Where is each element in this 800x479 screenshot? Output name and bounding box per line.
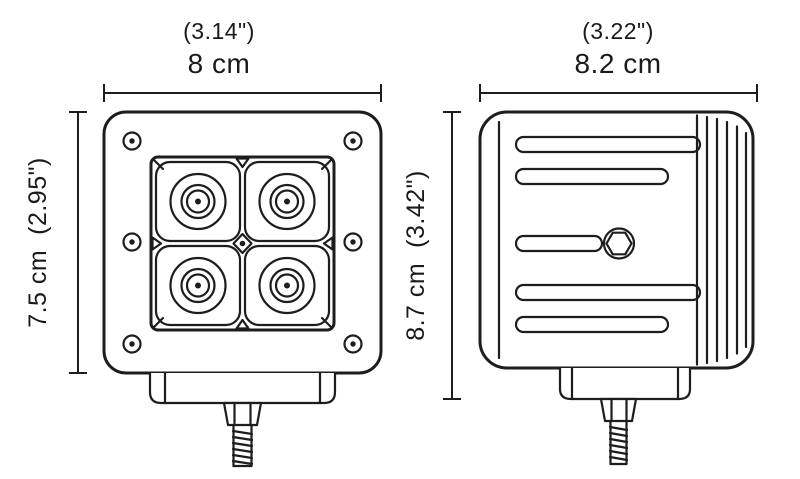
- front-height-dimension-line: [69, 111, 87, 374]
- front-mounting-bracket: [148, 371, 337, 405]
- side-height-label: 8.7 cm (3.42"): [402, 170, 430, 341]
- led-top-right: [258, 172, 316, 231]
- side-mounting-bolt: [599, 397, 638, 466]
- led-top-left: [169, 172, 227, 231]
- side-hex-bolt: [602, 227, 636, 260]
- side-width-dimension-line: [479, 84, 758, 102]
- side-mounting-bracket: [558, 366, 692, 401]
- front-screws: [122, 131, 363, 354]
- front-width-dimension-line: [103, 84, 382, 102]
- side-thread-marks: [608, 425, 629, 462]
- side-heatsink-fins: [695, 114, 748, 366]
- side-view: (3.22") 8.2 cm 8.7 cm (3.42"): [402, 18, 758, 466]
- front-reflector-cells: [154, 160, 331, 327]
- front-height-label: 7.5 cm (2.95"): [24, 157, 52, 328]
- front-bezel: [149, 155, 336, 332]
- side-grooves: [514, 135, 702, 334]
- led-bottom-right: [258, 256, 316, 315]
- front-view: (3.14") 8 cm 7.5 cm (2.95"): [24, 18, 383, 468]
- side-width-inches-label: (3.22"): [582, 18, 654, 44]
- front-corner-marks: [152, 158, 333, 329]
- front-thread-marks: [231, 429, 254, 466]
- front-led-lenses: [169, 172, 316, 315]
- front-width-cm-label: 8 cm: [188, 48, 251, 79]
- front-edge-notches: [151, 157, 334, 330]
- front-mounting-bolt: [222, 401, 263, 468]
- front-width-inches-label: (3.14"): [183, 18, 255, 44]
- side-width-cm-label: 8.2 cm: [574, 48, 661, 79]
- side-height-dimension-line: [443, 111, 461, 400]
- led-bottom-left: [169, 256, 227, 315]
- front-center-diamond: [232, 232, 253, 255]
